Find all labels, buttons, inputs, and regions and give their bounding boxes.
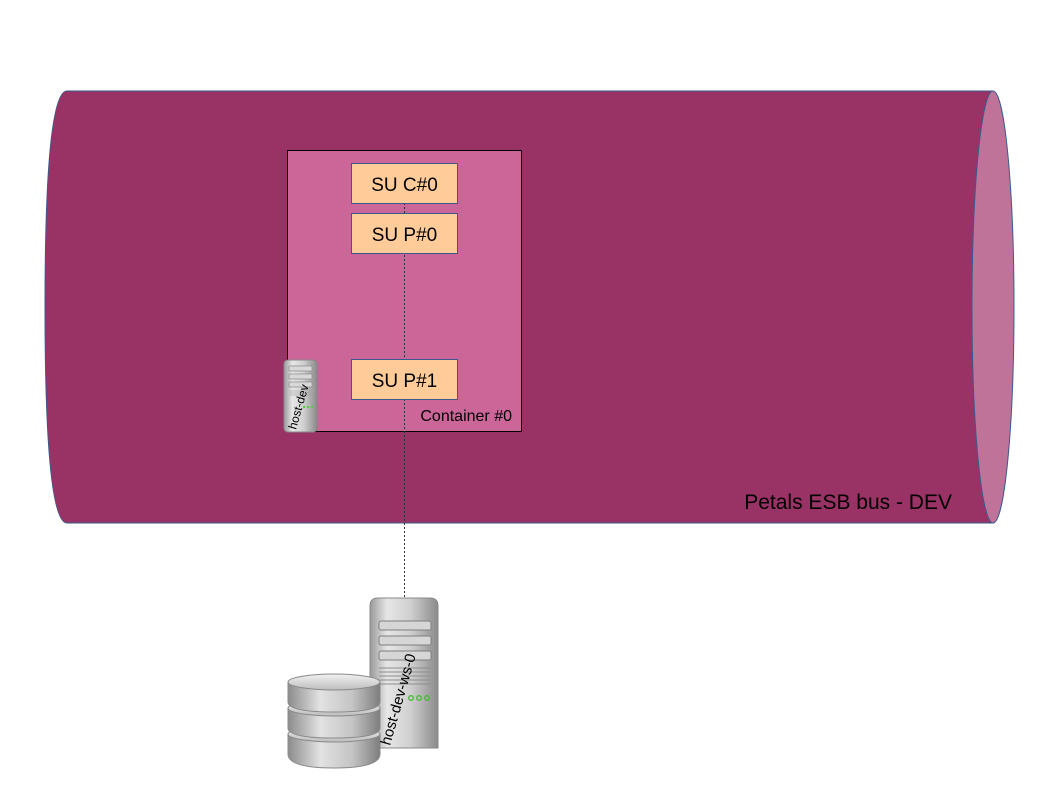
esb-bus-cylinder: Petals ESB bus - DEV bbox=[44, 90, 1015, 524]
su-box[interactable] bbox=[351, 163, 458, 204]
su-label: SU P#1 bbox=[372, 371, 437, 392]
su-box[interactable] bbox=[351, 213, 458, 254]
su-box[interactable] bbox=[351, 359, 458, 400]
container-label: Container #0 bbox=[420, 408, 512, 425]
su-p1[interactable]: SU P#1 bbox=[351, 359, 458, 400]
external-host[interactable]: host-dev-ws-0 bbox=[287, 597, 439, 769]
su-p0[interactable]: SU P#0 bbox=[351, 213, 458, 254]
su-label: SU P#0 bbox=[372, 225, 437, 246]
su-label: SU C#0 bbox=[371, 175, 438, 196]
su-c0[interactable]: SU C#0 bbox=[351, 163, 458, 204]
server-tower-icon[interactable] bbox=[369, 597, 439, 749]
bus-end-cap bbox=[971, 90, 1015, 524]
database-icon[interactable] bbox=[287, 673, 381, 769]
host-dev-server-icon[interactable]: host-dev bbox=[283, 359, 318, 433]
bus-label: Petals ESB bus - DEV bbox=[744, 491, 952, 514]
